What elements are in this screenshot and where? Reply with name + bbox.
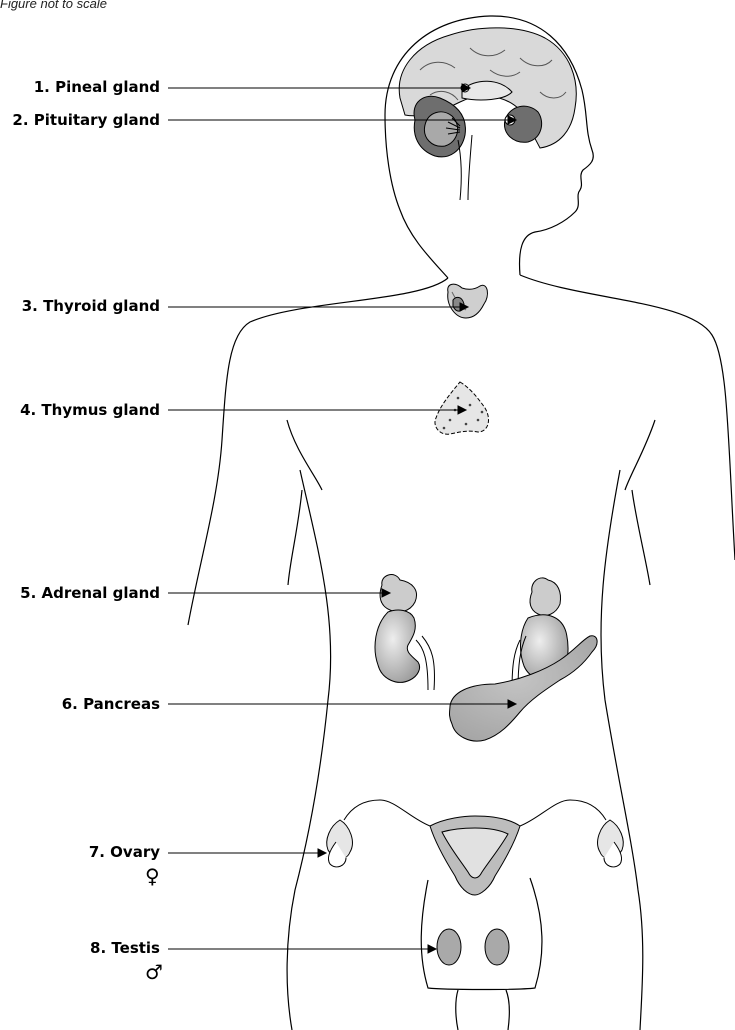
label-ovary: 7. Ovary — [0, 843, 160, 861]
female-symbol-icon: ♀ — [145, 866, 160, 886]
label-thyroid-gland: 3. Thyroid gland — [0, 297, 160, 315]
brain — [399, 28, 576, 200]
label-adrenal-gland: 5. Adrenal gland — [0, 584, 160, 602]
label-thymus-gland: 4. Thymus gland — [0, 401, 160, 419]
testes — [437, 929, 509, 965]
label-pituitary-gland: 2. Pituitary gland — [0, 111, 160, 129]
label-pineal-gland: 1. Pineal gland — [0, 78, 160, 96]
label-testis: 8. Testis — [0, 939, 160, 957]
uterus-ovaries — [327, 800, 624, 895]
label-pancreas: 6. Pancreas — [0, 695, 160, 713]
thyroid-organ — [448, 284, 488, 318]
figure-caption: Figure not to scale — [0, 0, 107, 11]
male-symbol-icon: ♂ — [145, 962, 163, 982]
